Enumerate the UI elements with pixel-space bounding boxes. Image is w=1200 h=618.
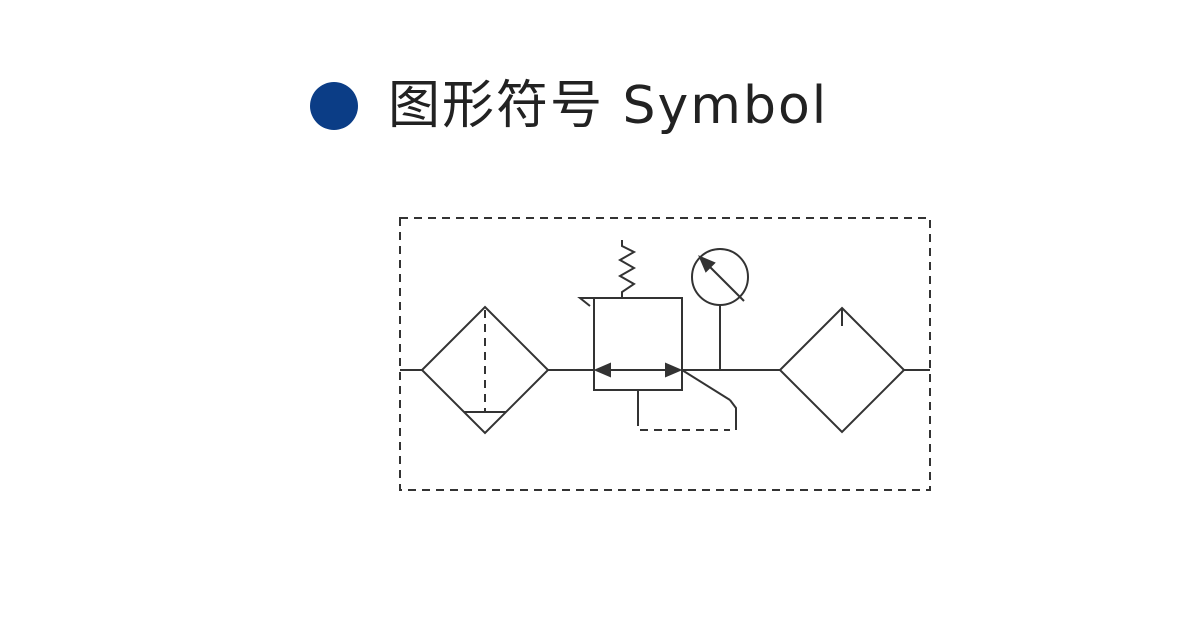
unit-enclosure-dashed-frame: [399, 217, 931, 491]
pressure-regulator-symbol: [577, 240, 737, 431]
bullet-dot-icon: [310, 82, 358, 130]
filter-symbol: [420, 305, 550, 435]
section-heading: 图形符号 Symbol: [310, 70, 828, 142]
pressure-gauge-icon: [691, 248, 749, 370]
lubricator-symbol: [778, 306, 906, 434]
section-title: 图形符号 Symbol: [388, 76, 829, 136]
spring-icon: [617, 240, 637, 298]
